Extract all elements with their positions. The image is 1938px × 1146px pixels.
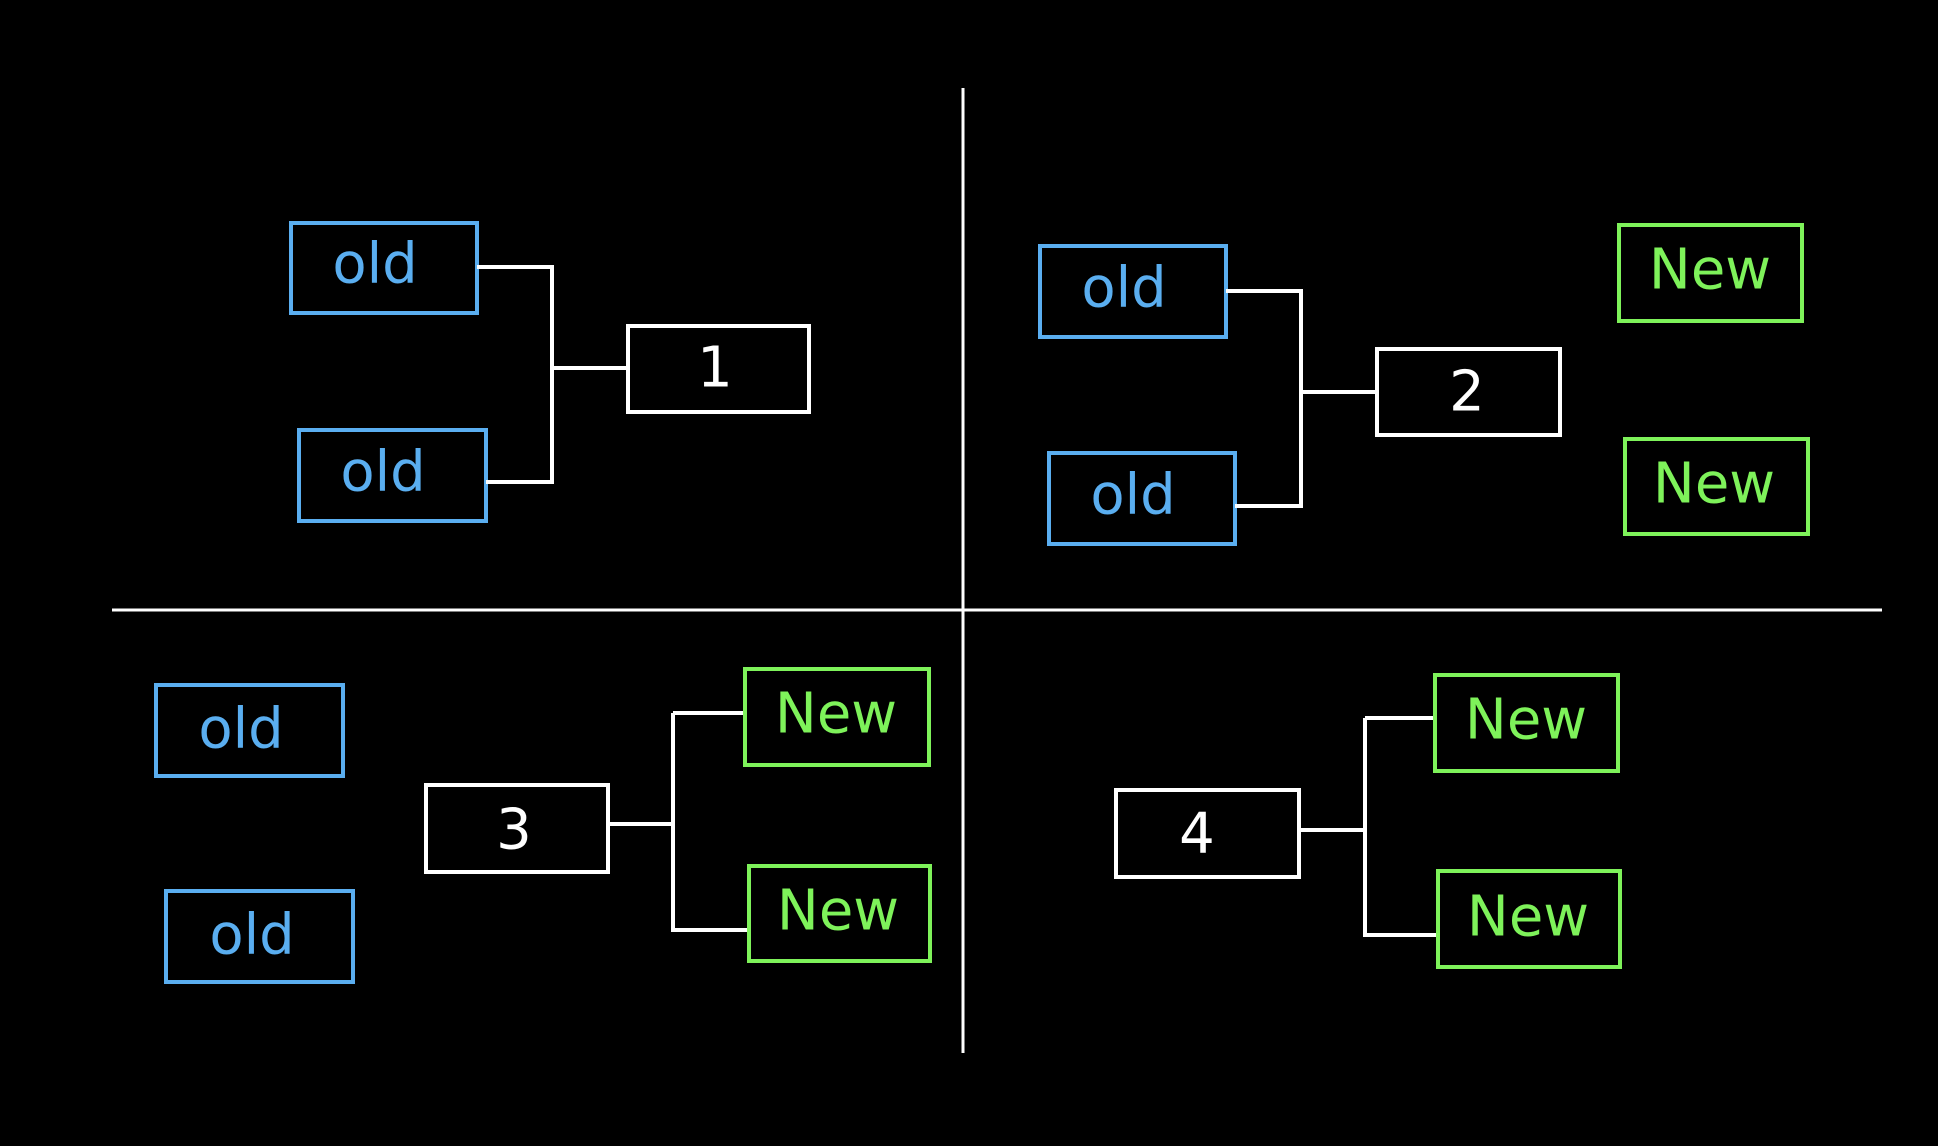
new-box-label: New [1465,688,1587,753]
old-box: old [154,683,345,778]
bracket-connector [608,711,749,932]
new-box-label: New [1653,452,1775,517]
numbered-box: 3 [424,783,610,874]
new-box: New [1617,223,1804,323]
new-box: New [1623,437,1810,536]
old-box-label: old [1090,463,1175,528]
old-box-label: old [340,440,425,505]
new-box-label: New [777,879,899,944]
old-box: old [164,889,355,984]
number-label: 3 [496,798,532,863]
new-box-label: New [775,682,897,747]
quadrant-1: old old 1 [289,221,811,523]
old-box-label: old [332,232,417,297]
old-box-label: old [1081,256,1166,321]
old-box: old [1038,244,1228,339]
old-box-label: old [198,697,283,762]
numbered-box: 4 [1114,788,1301,879]
old-box: old [289,221,479,315]
numbered-box: 1 [626,324,811,414]
number-label: 2 [1449,360,1485,425]
new-box: New [1436,869,1622,969]
quadrant-2: old old 2 New New [1038,223,1810,546]
number-label: 1 [697,336,733,401]
bracket-connector [1226,289,1377,508]
number-label: 4 [1179,802,1215,867]
new-box: New [1433,673,1620,773]
old-box-label: old [209,903,294,968]
old-box: old [1047,451,1237,546]
new-box-label: New [1649,238,1771,303]
bracket-connector [477,265,628,484]
bracket-connector [1299,716,1438,937]
quadrant-4: 4 New New [1114,673,1622,969]
numbered-box: 2 [1375,347,1562,437]
new-box: New [747,864,932,963]
old-box: old [297,428,488,523]
quadrant-3: old old 3 New New [154,667,932,984]
new-box-label: New [1467,885,1589,950]
new-box: New [743,667,931,767]
